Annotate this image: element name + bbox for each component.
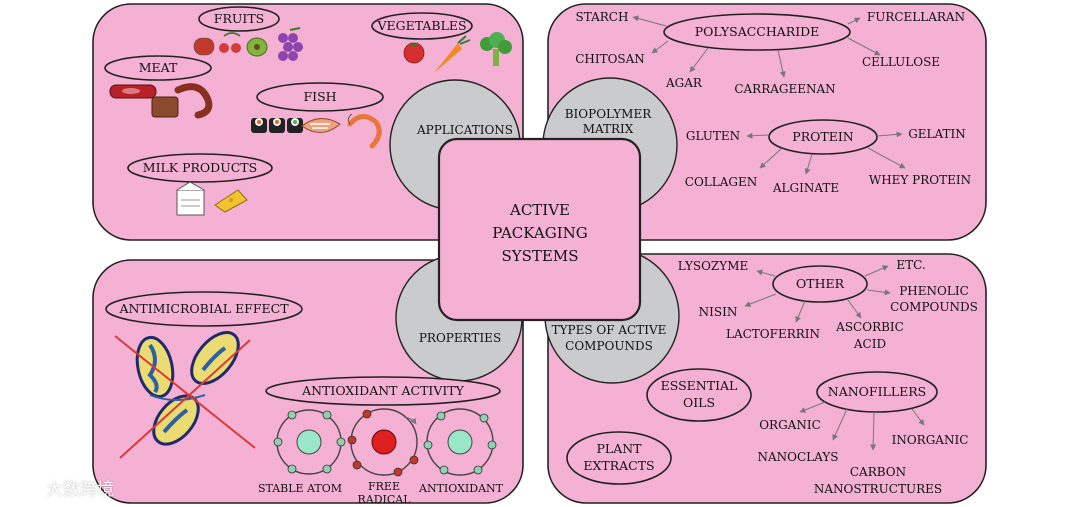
- carrageenan-label: CARRAGEENAN: [734, 82, 835, 96]
- vegetables-label: VEGETABLES: [376, 18, 466, 33]
- milk-products-icon: [176, 181, 248, 216]
- plant-extracts-label-2: EXTRACTS: [583, 458, 654, 473]
- watermark-logo-icon: [8, 480, 41, 495]
- inorganic-label: INORGANIC: [892, 433, 969, 447]
- carbon-nanostructures-label-2: NANOSTRUCTURES: [814, 482, 942, 496]
- protein-oval: [768, 119, 878, 155]
- fruits-oval: [198, 6, 280, 32]
- hub-label-matrix-2: MATRIX: [583, 122, 634, 136]
- meat-label: MEAT: [139, 60, 178, 75]
- nanofillers-oval: [816, 371, 938, 413]
- cross-out-icon: [114, 335, 256, 459]
- starch-label: STARCH: [576, 10, 629, 24]
- carbon-nanostructures-label-1: CARBON: [850, 465, 906, 479]
- essential-oils-oval: [646, 368, 752, 422]
- nisin-label: NISIN: [699, 305, 738, 319]
- collagen-label: COLLAGEN: [685, 175, 757, 189]
- antimicrobial-effect-label: ANTIMICROBIAL EFFECT: [118, 301, 289, 316]
- antioxidant-activity-oval: [265, 376, 501, 406]
- vegetables-oval: [371, 12, 473, 40]
- essential-oils-label-2: OILS: [683, 395, 715, 410]
- cellulose-label: CELLULOSE: [862, 55, 940, 69]
- fruits-label: FRUITS: [214, 11, 264, 26]
- lysozyme-label: LYSOZYME: [678, 259, 749, 273]
- polysaccharide-oval: [663, 13, 851, 51]
- phenolic-compounds-label-1: PHENOLIC: [899, 284, 969, 298]
- gelatin-label: GELATIN: [908, 127, 966, 141]
- hub-label-compounds-2: COMPOUNDS: [565, 339, 653, 353]
- furcellaran-label: FURCELLARAN: [867, 10, 965, 24]
- fish-icon: [251, 113, 382, 149]
- other-oval: [772, 265, 868, 303]
- agar-label: AGAR: [665, 76, 703, 90]
- protein-label: PROTEIN: [792, 129, 853, 144]
- meat-icon: [109, 83, 213, 119]
- bacteria-icon: [135, 331, 240, 446]
- vegetables-icon: [403, 32, 512, 73]
- organic-label: ORGANIC: [759, 418, 821, 432]
- free-radical-label-1: FREE: [368, 480, 400, 493]
- stable-atom-label: STABLE ATOM: [258, 482, 342, 495]
- hub-label-compounds-1: TYPES OF ACTIVE: [552, 323, 667, 337]
- milk-products-label: MILK PRODUCTS: [143, 160, 257, 175]
- fish-label: FISH: [303, 89, 336, 104]
- antioxidant-label: ANTIOXIDANT: [418, 482, 504, 495]
- nanoclays-label: NANOCLAYS: [758, 450, 839, 464]
- other-label: OTHER: [796, 276, 845, 291]
- hub-label-properties: PROPERTIES: [419, 331, 501, 345]
- nanofillers-label: NANOFILLERS: [828, 384, 926, 399]
- meat-oval: [104, 55, 212, 81]
- plant-extracts-oval: [566, 431, 672, 485]
- free-radical-label-2: RADICAL: [357, 493, 411, 506]
- center-title-line-2: PACKAGING: [492, 224, 587, 242]
- polysaccharide-label: POLYSACCHARIDE: [695, 24, 820, 39]
- alginate-label: ALGINATE: [772, 181, 839, 195]
- plant-extracts-label-1: PLANT: [596, 441, 642, 456]
- antioxidant-activity-label: ANTIOXIDANT ACTIVITY: [301, 383, 465, 398]
- watermark: 大数跨境: [8, 473, 114, 501]
- milk-products-oval: [127, 153, 273, 183]
- essential-oils-label-1: ESSENTIAL: [661, 378, 738, 393]
- fruits-icon: [193, 27, 303, 61]
- watermark-text: 大数跨境: [46, 479, 114, 500]
- fish-oval: [256, 82, 384, 112]
- center-box: [437, 137, 642, 322]
- phenolic-compounds-label-2: COMPOUNDS: [890, 300, 978, 314]
- stable-atom-icon: [273, 409, 346, 475]
- whey-protein-label: WHEY PROTEIN: [869, 173, 971, 187]
- etc-label: ETC.: [896, 258, 925, 272]
- center-title-line-1: ACTIVE: [509, 201, 570, 219]
- hub-label-applications: APPLICATIONS: [416, 123, 513, 137]
- free-radical-icon: [347, 408, 419, 477]
- antioxidant-atom-icon: [423, 408, 497, 476]
- lactoferrin-label: LACTOFERRIN: [726, 327, 820, 341]
- ascorbic-acid-label-1: ASCORBIC: [835, 320, 904, 334]
- ascorbic-acid-label-2: ACID: [853, 337, 886, 351]
- gluten-label: GLUTEN: [686, 129, 740, 143]
- chitosan-label: CHITOSAN: [575, 52, 645, 66]
- center-title-line-3: SYSTEMS: [501, 247, 578, 265]
- antimicrobial-effect-oval: [105, 291, 303, 327]
- hub-label-matrix-1: BIOPOLYMER: [565, 107, 652, 121]
